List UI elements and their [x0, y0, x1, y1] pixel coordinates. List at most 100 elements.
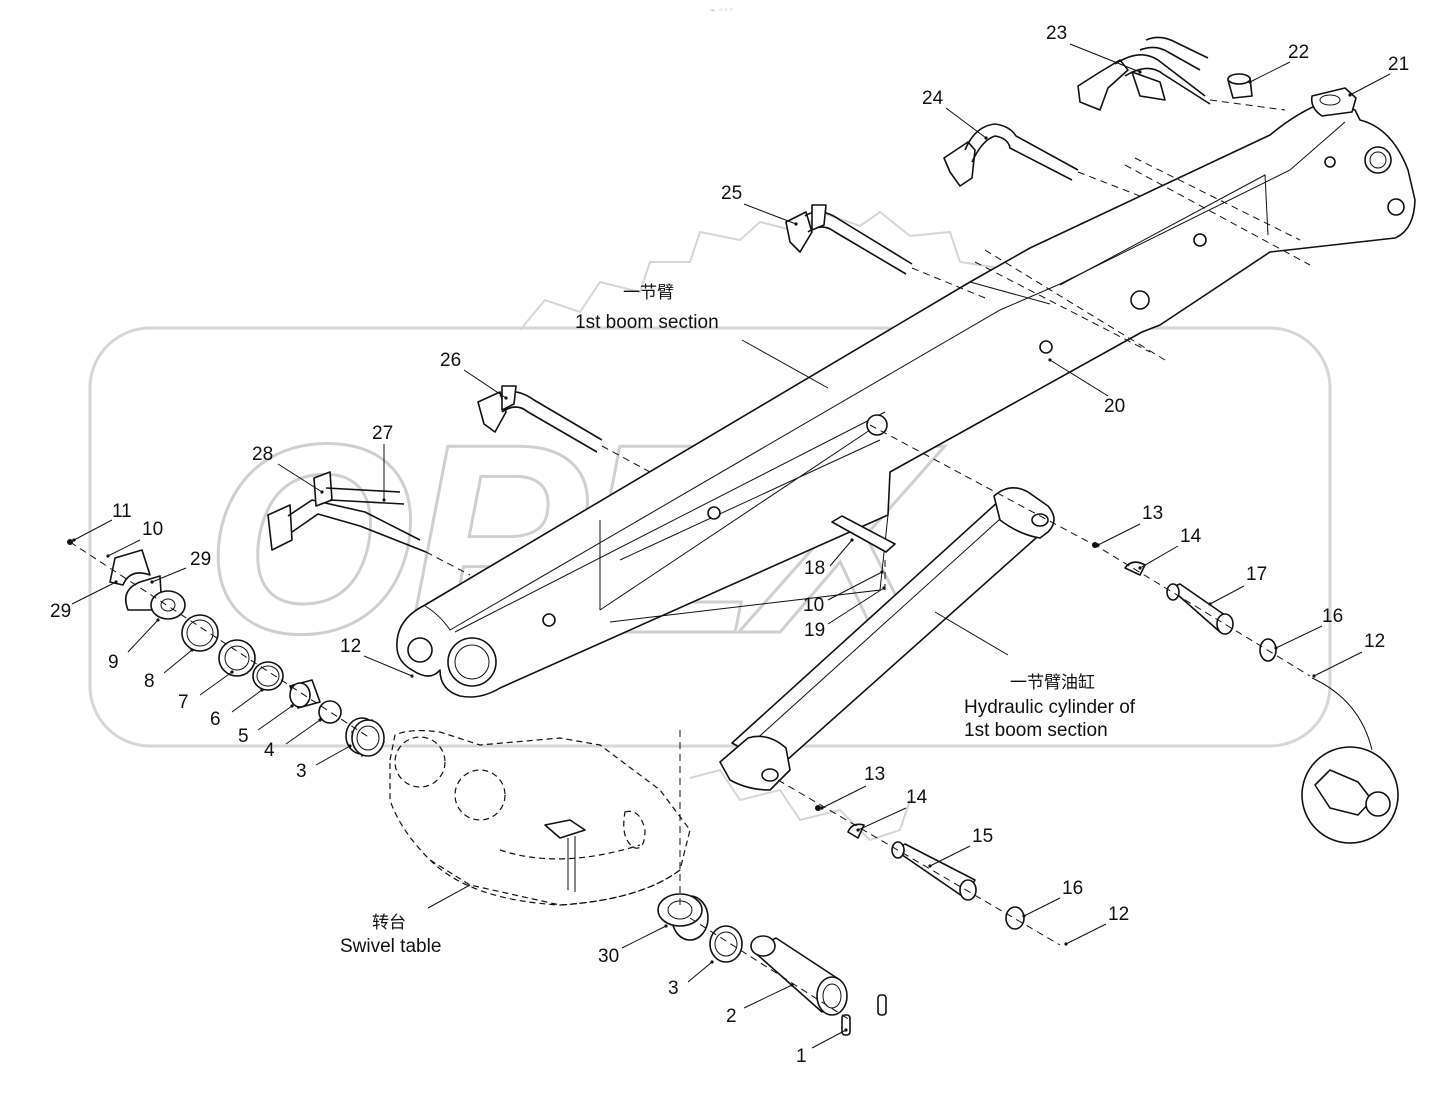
callout-label-2: 2 — [726, 1006, 737, 1027]
callout-label-4: 4 — [264, 740, 275, 761]
callout-leader-25 — [743, 203, 797, 225]
callout-label-5: 5 — [238, 726, 249, 747]
bushing-3-lower — [709, 925, 743, 963]
callout-dot-28 — [320, 490, 324, 494]
callout-dot-16 — [1022, 914, 1026, 918]
callout-label-1: 1 — [796, 1046, 807, 1067]
callout-leader-13 — [821, 785, 867, 809]
header-mark: ⌁ ◦◦◦ — [710, 6, 734, 16]
callout-leader-16 — [1275, 625, 1323, 649]
callout-label-22: 22 — [1288, 42, 1309, 63]
grease-nipple-detail — [1301, 677, 1399, 844]
callout-label-6: 6 — [210, 709, 221, 730]
callout-label-9: 9 — [108, 652, 119, 673]
callout-dot-26 — [504, 396, 508, 400]
callout-leader-15 — [929, 845, 971, 867]
callout-label-30: 30 — [598, 946, 619, 967]
callout-leader-29 — [71, 581, 117, 605]
callout-label-13: 13 — [1142, 503, 1163, 524]
callout-leader-11 — [73, 519, 113, 541]
callout-dot-17 — [1208, 602, 1212, 606]
callout-label-10: 10 — [142, 519, 163, 540]
pin-17 — [1166, 583, 1234, 635]
pin-2 — [750, 935, 848, 1016]
callout-leader-28 — [277, 463, 323, 493]
callout-label-28: 28 — [252, 444, 273, 465]
callout-leader-19 — [827, 587, 885, 625]
callout-dot-27 — [382, 498, 386, 502]
callout-leader-5 — [257, 705, 293, 731]
watermark-frame — [88, 326, 1332, 748]
callout-leader-23 — [1069, 43, 1141, 73]
callout-label-12: 12 — [340, 636, 361, 657]
callout-dot-20 — [1048, 358, 1052, 362]
pipe-bracket-24 — [943, 123, 1079, 187]
callout-layer: 1233034567892929101112282726252423222120… — [50, 23, 1409, 1067]
callout-dot-24 — [984, 136, 988, 140]
bushing-3-upper — [345, 717, 385, 757]
callout-label-3: 3 — [668, 978, 679, 999]
callout-label-14: 14 — [906, 787, 928, 808]
callout-leader-10 — [107, 539, 141, 557]
callout-leader-14 — [1139, 545, 1179, 569]
callout-label-29: 29 — [190, 549, 211, 570]
callout-label-17: 17 — [1246, 564, 1267, 585]
callout-dot-5 — [290, 704, 294, 708]
callout-dot-1 — [844, 1028, 848, 1032]
callout-leader-29 — [151, 567, 187, 583]
callout-leader-20 — [1049, 359, 1109, 397]
plate-14-upper — [1124, 561, 1146, 576]
bushing-30 — [657, 893, 709, 941]
callout-dot-18 — [850, 538, 854, 542]
callout-label-7: 7 — [178, 692, 189, 713]
callout-dot-15 — [928, 864, 932, 868]
callout-label-29: 29 — [50, 601, 71, 622]
boom-caption-cn: 一节臂 — [623, 283, 674, 303]
bolt-13-lower — [815, 805, 821, 811]
callout-label-12: 12 — [1364, 631, 1385, 652]
callout-dot-3 — [710, 960, 714, 964]
plug-22 — [1227, 73, 1253, 99]
callout-leader-6 — [231, 689, 263, 713]
callout-dot-22 — [1248, 80, 1252, 84]
callout-leader-24 — [945, 107, 987, 139]
callout-label-21: 21 — [1388, 54, 1409, 75]
callout-label-26: 26 — [440, 350, 461, 371]
pipe-bracket-27-28 — [267, 471, 427, 553]
boom-caption-en: 1st boom section — [575, 312, 719, 333]
pipe-bracket-23 — [1077, 36, 1211, 111]
callout-leader-8 — [163, 649, 193, 674]
callout-label-18: 18 — [804, 558, 825, 579]
callout-dot-21 — [1348, 93, 1352, 97]
callout-leader-30 — [621, 925, 667, 949]
callout-label-24: 24 — [922, 88, 944, 109]
callout-leader-18 — [829, 539, 853, 567]
cylinder-caption-en-1: Hydraulic cylinder of — [964, 697, 1136, 718]
ring-8 — [181, 614, 219, 652]
callout-dot-8 — [190, 648, 194, 652]
swivel-table — [389, 729, 691, 906]
callout-label-8: 8 — [144, 671, 155, 692]
callout-dot-9 — [156, 618, 160, 622]
ring-4 — [318, 700, 342, 724]
callout-leader-7 — [199, 671, 233, 696]
callout-leader-12 — [1313, 651, 1363, 677]
callout-dot-29 — [114, 580, 118, 584]
callout-label-27: 27 — [372, 423, 393, 444]
callout-label-20: 20 — [1104, 396, 1125, 417]
ring-16-lower — [1005, 906, 1025, 930]
center-lines — [69, 99, 1311, 1021]
callout-dot-23 — [1138, 70, 1142, 74]
callout-leader-9 — [127, 619, 159, 653]
callout-dot-12 — [1064, 942, 1068, 946]
callout-dot-10 — [880, 570, 884, 574]
callout-label-10: 10 — [803, 595, 824, 616]
pin-15 — [891, 841, 977, 901]
pipe-bracket-25 — [785, 204, 913, 275]
callout-dot-4 — [318, 718, 322, 722]
washer-9 — [150, 590, 186, 620]
callout-dot-13 — [1096, 543, 1100, 547]
callout-leader-21 — [1349, 73, 1391, 96]
callout-dot-11 — [72, 538, 76, 542]
